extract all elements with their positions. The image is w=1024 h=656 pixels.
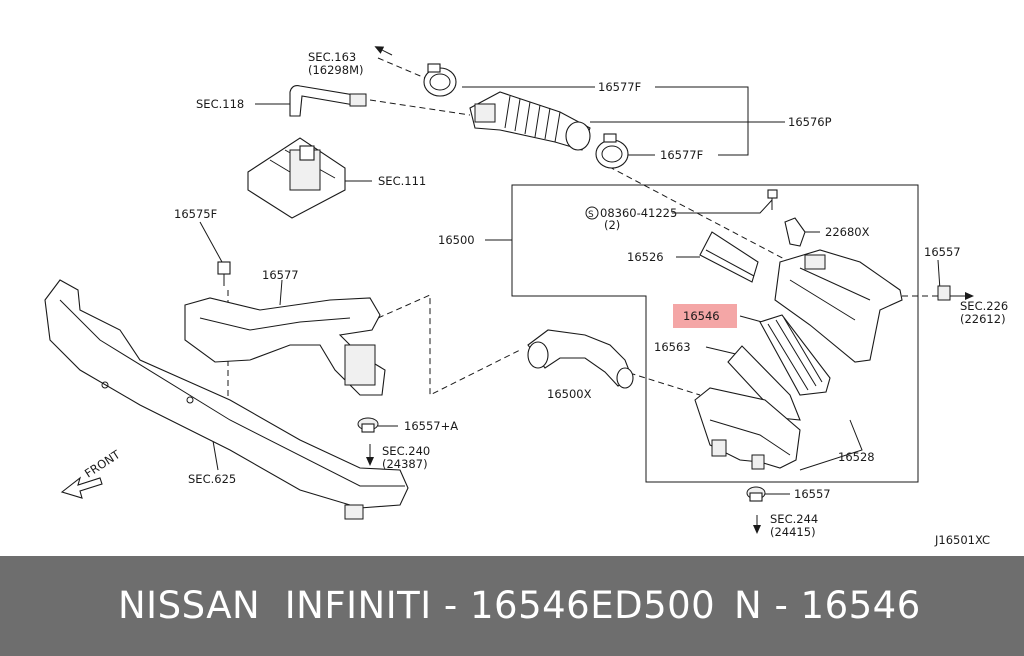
label-16526: 16526 <box>627 250 664 264</box>
front-arrow-icon <box>60 476 103 499</box>
label-sec625: SEC.625 <box>188 472 236 486</box>
label-diagram-code: J16501XC <box>934 533 990 547</box>
label-08360-qty: (2) <box>604 218 620 232</box>
label-sec244: SEC.244 <box>770 512 818 526</box>
footer-bar: NISSAN INFINITI - 16546ED500 N - 16546 <box>0 556 1024 656</box>
resonator-16526 <box>699 231 759 283</box>
direction-arrows <box>60 46 974 534</box>
clamp-top <box>423 63 457 97</box>
grommet-16557A <box>357 417 379 433</box>
highlight-16546 <box>673 304 737 328</box>
label-sec111: SEC.111 <box>378 174 426 188</box>
label-sec240-sub: (24387) <box>382 457 428 471</box>
label-16575F: 16575F <box>174 207 217 221</box>
footer-part-reference: N - 16546 <box>734 584 921 627</box>
label-16557A: 16557+A <box>404 419 458 433</box>
label-16577F-top: 16577F <box>598 80 641 94</box>
parts-diagram: SEC.163 (16298M) SEC.118 SEC.111 16577F … <box>44 46 1008 547</box>
clamp-bottom <box>595 133 629 169</box>
grommet-16557-right <box>937 285 951 301</box>
label-sec163-sub: (16298M) <box>308 63 363 77</box>
label-front: FRONT <box>82 447 123 481</box>
label-sec226-sub: (22612) <box>960 312 1006 326</box>
air-cleaner-cover <box>774 249 903 363</box>
core-support <box>44 279 409 520</box>
footer-part-number: NISSAN INFINITI - 16546ED500 <box>118 584 716 627</box>
label-16557-right: 16557 <box>924 245 961 259</box>
label-08360: 08360-41225 <box>600 206 677 220</box>
leader-lines <box>199 86 941 495</box>
label-sec118: SEC.118 <box>196 97 244 111</box>
symbol-s-icon <box>585 206 599 220</box>
exploded-view-svg: SEC.163 (16298M) SEC.118 SEC.111 16577F … <box>44 46 1008 547</box>
label-sec163: SEC.163 <box>308 50 356 64</box>
svg-text:S: S <box>588 210 594 220</box>
air-inlet-duct <box>184 297 386 396</box>
label-16528: 16528 <box>838 450 875 464</box>
label-16500X: 16500X <box>547 387 592 401</box>
label-16500: 16500 <box>438 233 475 247</box>
label-16577: 16577 <box>262 268 299 282</box>
grommet-16557-bottom <box>746 486 766 502</box>
label-16577F-bottom: 16577F <box>660 148 703 162</box>
screw-08360 <box>767 189 778 210</box>
bolt-16575F <box>217 261 231 286</box>
intake-duct-16500X <box>527 329 634 389</box>
air-filter-element <box>759 314 831 396</box>
label-16563: 16563 <box>654 340 691 354</box>
label-22680X: 22680X <box>825 225 870 239</box>
label-sec240: SEC.240 <box>382 444 430 458</box>
air-duct-hose <box>469 91 591 151</box>
label-16557-bottom: 16557 <box>794 487 831 501</box>
sensor-22680X <box>784 217 806 247</box>
breather-tube <box>289 85 367 117</box>
air-cleaner-lower-case <box>694 387 801 470</box>
engine-cover <box>247 137 346 219</box>
label-16546: 16546 <box>683 309 720 323</box>
label-sec226: SEC.226 <box>960 299 1008 313</box>
label-16576P: 16576P <box>788 115 832 129</box>
label-sec244-sub: (24415) <box>770 525 816 539</box>
